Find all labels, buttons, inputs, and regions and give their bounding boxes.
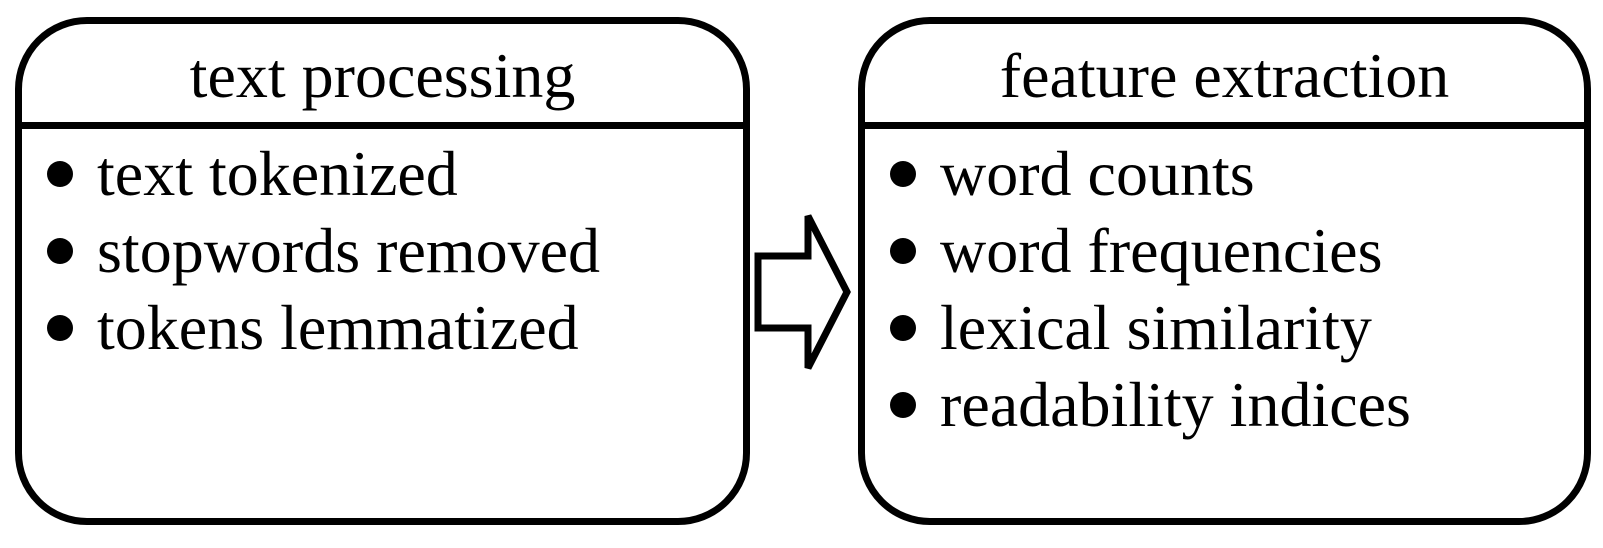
bullet-dot-icon <box>47 237 73 264</box>
bullet-list-feature-extraction: word counts word frequencies lexical sim… <box>890 135 1574 443</box>
bullet-item: word frequencies <box>890 212 1574 289</box>
bullet-dot-icon <box>890 237 916 264</box>
box-body-text-processing: text tokenized stopwords removed tokens … <box>22 129 743 366</box>
bullet-list-text-processing: text tokenized stopwords removed tokens … <box>47 135 733 366</box>
box-body-feature-extraction: word counts word frequencies lexical sim… <box>865 129 1584 443</box>
bullet-label: tokens lemmatized <box>97 291 579 363</box>
bullet-item: readability indices <box>890 366 1574 443</box>
bullet-label: word frequencies <box>940 214 1383 286</box>
bullet-dot-icon <box>890 160 916 187</box>
bullet-dot-icon <box>890 314 916 341</box>
bullet-item: tokens lemmatized <box>47 289 733 366</box>
bullet-dot-icon <box>47 314 73 341</box>
box-title-text-processing: text processing <box>22 24 743 129</box>
bullet-item: text tokenized <box>47 135 733 212</box>
bullet-label: word counts <box>940 137 1255 209</box>
box-title-feature-extraction: feature extraction <box>865 24 1584 129</box>
box-feature-extraction: feature extraction word counts word freq… <box>858 17 1591 525</box>
bullet-item: word counts <box>890 135 1574 212</box>
bullet-label: stopwords removed <box>97 214 601 286</box>
bullet-label: lexical similarity <box>940 291 1372 363</box>
bullet-dot-icon <box>47 160 73 187</box>
box-text-processing: text processing text tokenized stopwords… <box>15 17 750 525</box>
bullet-item: stopwords removed <box>47 212 733 289</box>
bullet-dot-icon <box>890 391 916 418</box>
bullet-label: text tokenized <box>97 137 458 209</box>
bullet-item: lexical similarity <box>890 289 1574 366</box>
right-arrow-icon <box>754 214 851 370</box>
bullet-label: readability indices <box>940 368 1411 440</box>
